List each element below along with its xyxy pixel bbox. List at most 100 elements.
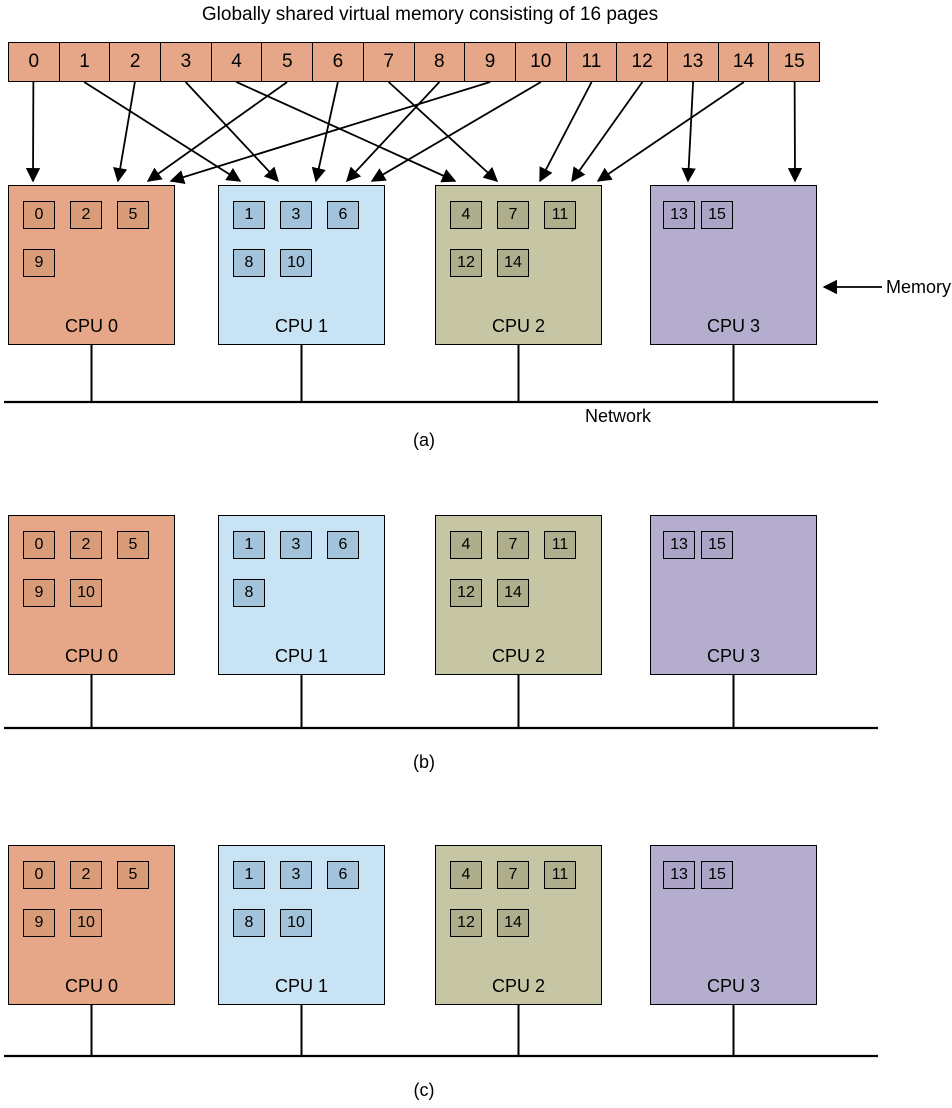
virtual-page-cell-14: 14: [719, 43, 770, 81]
page-cell-11: 11: [544, 861, 576, 889]
page-cell-8: 8: [233, 909, 265, 937]
page-cell-7: 7: [497, 861, 529, 889]
page-cell-12: 12: [450, 579, 482, 607]
network-label: Network: [585, 406, 652, 426]
virtual-page-cell-3: 3: [161, 43, 212, 81]
page-cell-2: 2: [70, 531, 102, 559]
page-cell-9: 9: [23, 579, 55, 607]
page-cell-7: 7: [497, 531, 529, 559]
page-cell-13: 13: [663, 531, 695, 559]
cpu-name-label: CPU 2: [491, 646, 545, 666]
page-cell-14: 14: [497, 909, 529, 937]
page-cell-0: 0: [23, 861, 55, 889]
cpu-name-label: CPU 3: [706, 646, 760, 666]
arrow-line: [184, 81, 279, 183]
figure-title: Globally shared virtual memory consistin…: [201, 4, 659, 25]
page-cell-10: 10: [70, 909, 102, 937]
cpu-name-label: CPU 1: [274, 976, 328, 996]
arrow-line: [539, 81, 593, 183]
page-cell-11: 11: [544, 201, 576, 229]
arrow-line: [596, 81, 745, 182]
cpu-name-label: CPU 3: [706, 316, 760, 336]
virtual-page-cell-8: 8: [415, 43, 466, 81]
virtual-page-cell-9: 9: [465, 43, 516, 81]
page-cell-12: 12: [450, 249, 482, 277]
cpu-name-label: CPU 1: [274, 646, 328, 666]
virtual-page-cell-4: 4: [212, 43, 263, 81]
section-c-label: (c): [413, 1080, 435, 1100]
virtual-page-cell-15: 15: [783, 51, 805, 72]
page-cell-5: 5: [117, 201, 149, 229]
page-cell-8: 8: [233, 579, 265, 607]
page-cell-5: 5: [117, 861, 149, 889]
cpu-name-label: CPU 1: [274, 316, 328, 336]
page-cell-12: 12: [450, 909, 482, 937]
section-a-label: (a): [413, 430, 435, 450]
virtual-page-cell-0: 0: [9, 43, 60, 81]
arrow-line: [346, 81, 441, 183]
cpu-name-label: CPU 3: [706, 976, 760, 996]
page-cell-13: 13: [663, 201, 695, 229]
page-cell-7: 7: [497, 201, 529, 229]
page-cell-14: 14: [497, 249, 529, 277]
virtual-page-cell-6: 6: [313, 43, 364, 81]
arrow-line: [146, 81, 288, 182]
page-cell-9: 9: [23, 909, 55, 937]
page-cell-1: 1: [233, 531, 265, 559]
virtual-page-cell-5: 5: [262, 43, 314, 81]
virtual-page-cell-1: 1: [60, 43, 111, 81]
cpu-name-label: CPU 0: [64, 316, 118, 336]
page-cell-8: 8: [233, 249, 265, 277]
page-cell-0: 0: [23, 201, 55, 229]
arrow-line: [236, 81, 457, 183]
cpu-name-label: CPU 0: [64, 646, 118, 666]
arrow-line: [370, 81, 542, 182]
memory-label: Memory: [886, 277, 952, 297]
page-cell-1: 1: [233, 201, 265, 229]
page-cell-9: 9: [23, 249, 55, 277]
arrow-line: [571, 81, 644, 183]
arrow-line: [113, 81, 136, 183]
arrow-line: [83, 81, 242, 182]
page-cell-13: 13: [663, 861, 695, 889]
page-cell-14: 14: [497, 579, 529, 607]
page-cell-15: 15: [701, 861, 733, 889]
arrow-line: [169, 81, 491, 185]
virtual-page-cell-2: 2: [110, 43, 162, 81]
virtual-page-cell-11: 11: [567, 43, 618, 81]
page-cell-3: 3: [280, 201, 312, 229]
arrow-line: [681, 81, 696, 183]
section-b-label: (b): [413, 752, 435, 772]
page-cell-4: 4: [450, 201, 482, 229]
page-cell-6: 6: [327, 201, 359, 229]
virtual-page-cell-12: 12: [617, 43, 668, 81]
page-cell-2: 2: [70, 861, 102, 889]
page-cell-2: 2: [70, 201, 102, 229]
page-cell-3: 3: [280, 531, 312, 559]
page-cell-6: 6: [327, 531, 359, 559]
page-cell-15: 15: [701, 201, 733, 229]
page-cell-1: 1: [233, 861, 265, 889]
page-cell-15: 15: [701, 531, 733, 559]
page-cell-11: 11: [544, 531, 576, 559]
arrow-line: [311, 81, 339, 183]
page-cell-10: 10: [280, 249, 312, 277]
page-cell-3: 3: [280, 861, 312, 889]
cpu-name-label: CPU 0: [64, 976, 118, 996]
page-cell-6: 6: [327, 861, 359, 889]
page-cell-5: 5: [117, 531, 149, 559]
arrow-line: [388, 81, 499, 182]
